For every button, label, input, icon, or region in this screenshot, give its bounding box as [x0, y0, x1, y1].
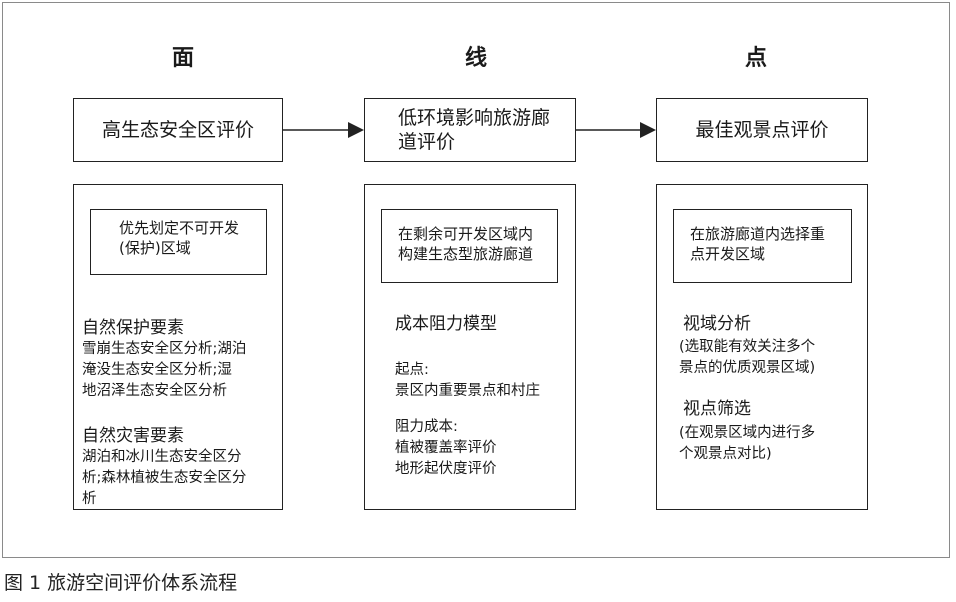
top-box-line: 低环境影响旅游廊 道评价 [364, 98, 576, 162]
section-title: 成本阻力模型 [395, 314, 497, 334]
section-title: 自然灾害要素 [82, 426, 184, 446]
section-title: 视域分析 [683, 314, 751, 334]
section-body: (在观景区域内进行多 个观景点对比) [679, 425, 816, 462]
section-title: 自然保护要素 [82, 318, 184, 338]
figure-frame [2, 2, 950, 558]
section-body: 阻力成本: 植被覆盖率评价 地形起伏度评价 [395, 419, 497, 477]
top-box-line-label: 低环境影响旅游廊 道评价 [398, 107, 551, 153]
top-box-point: 最佳观景点评价 [656, 98, 868, 162]
section-body: 起点: 景区内重要景点和村庄 [395, 362, 540, 399]
section-title: 视点筛选 [683, 399, 751, 419]
arrow-head-1 [348, 122, 364, 138]
detail-box-point: 在旅游廊道内选择重 点开发区域 视域分析 (选取能有效关注多个 景点的优质观景区… [656, 184, 868, 510]
top-box-surface-label: 高生态安全区评价 [101, 119, 254, 141]
top-box-point-label: 最佳观景点评价 [695, 119, 829, 141]
inner-box-point: 在旅游廊道内选择重 点开发区域 [673, 209, 852, 283]
heading-line: 线 [464, 46, 487, 71]
heading-point: 点 [744, 46, 767, 71]
inner-box-surface: 优先划定不可开发 (保护)区域 [90, 209, 267, 275]
heading-surface: 面 [171, 46, 194, 71]
section-body: 雪崩生态安全区分析;湖泊 淹没生态安全区分析;湿 地沼泽生态安全区分析 [82, 341, 247, 399]
detail-box-line: 在剩余可开发区域内 构建生态型旅游廊道 成本阻力模型 起点: 景区内重要景点和村… [364, 184, 576, 510]
section-body: (选取能有效关注多个 景点的优质观景区域) [679, 339, 816, 376]
inner-box-line: 在剩余可开发区域内 构建生态型旅游廊道 [381, 209, 558, 283]
figure-caption: 图 1 旅游空间评价体系流程 [4, 572, 238, 594]
arrow-head-2 [640, 122, 656, 138]
detail-box-surface: 优先划定不可开发 (保护)区域 自然保护要素 雪崩生态安全区分析;湖泊 淹没生态… [73, 184, 283, 510]
top-box-surface: 高生态安全区评价 [73, 98, 283, 162]
section-body: 湖泊和冰川生态安全区分 析;森林植被生态安全区分 析 [82, 449, 247, 507]
